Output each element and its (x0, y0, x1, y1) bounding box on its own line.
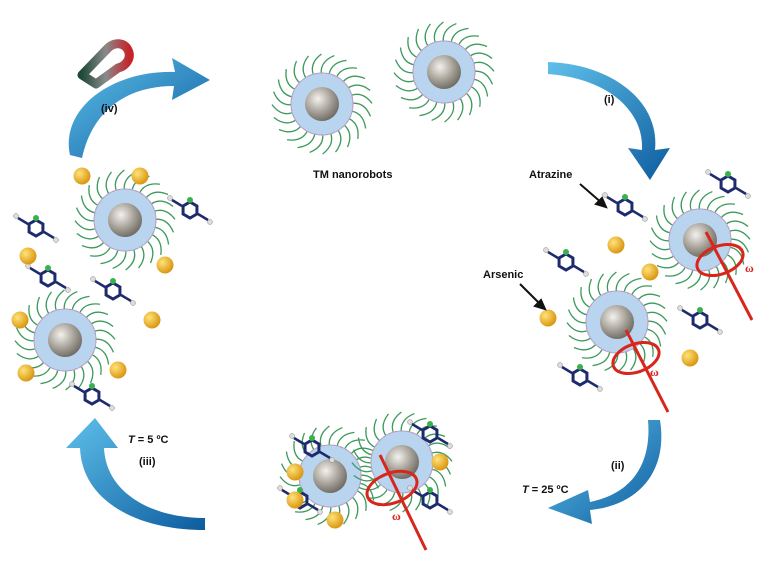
arsenic-particle (19, 247, 37, 265)
atrazine-molecule (289, 433, 335, 463)
arsenic-particle (73, 167, 91, 185)
atrazine-molecule (407, 485, 453, 515)
pointer-arrows (519, 183, 608, 311)
step-i-label: (i) (604, 94, 615, 106)
atrazine-molecules-layer (13, 169, 751, 515)
nanorobot (279, 425, 381, 527)
arsenic-particle (431, 453, 449, 471)
arsenic-particle (607, 236, 625, 254)
step-ii-label: (ii) (611, 460, 625, 472)
atrazine-molecule (167, 195, 213, 225)
arsenic-particle (641, 263, 659, 281)
nanorobot (649, 189, 751, 291)
arsenic-particle (11, 311, 29, 329)
omega-label-3: ω (392, 509, 401, 523)
atrazine-molecule (602, 192, 648, 222)
arrow-step-iv (68, 58, 210, 158)
atrazine-molecule (557, 362, 603, 392)
cycle-arrows (66, 58, 670, 530)
atrazine-molecule (543, 247, 589, 277)
atrazine-molecule (90, 276, 136, 306)
arsenic-particle (286, 491, 304, 509)
temperature-5-label: T = 5 ºC (128, 434, 168, 446)
nanorobot (393, 21, 495, 123)
nanorobot (14, 289, 116, 391)
atrazine-molecule (677, 305, 723, 335)
step-iii-label: (iii) (139, 456, 156, 468)
atrazine-molecule (13, 213, 59, 243)
arsenic-particle (326, 511, 344, 529)
arrow-step-iii (66, 418, 205, 530)
arsenic-label: Arsenic (483, 269, 523, 281)
nanorobots-layer (14, 21, 751, 527)
arsenic-particle (286, 463, 304, 481)
atrazine-molecule (25, 263, 71, 293)
arsenic-particle (109, 361, 127, 379)
arsenic-particle (156, 256, 174, 274)
nanorobot (271, 53, 373, 155)
nanorobot (74, 169, 176, 271)
arrow-step-i (548, 62, 670, 180)
omega-label-1: ω (745, 261, 754, 275)
nanorobots-label: TM nanorobots (313, 169, 392, 181)
arsenic-particle (681, 349, 699, 367)
arrow-step-ii (548, 420, 662, 524)
nanorobot (566, 271, 668, 373)
atrazine-molecule (69, 381, 115, 411)
magnet-icon (77, 39, 134, 89)
temperature-25-label: T = 25 ºC (522, 484, 569, 496)
arsenic-particle (539, 309, 557, 327)
arsenic-particles-layer (11, 167, 699, 529)
omega-label-2: ω (650, 365, 659, 379)
atrazine-molecule (407, 419, 453, 449)
arsenic-particle (131, 167, 149, 185)
atrazine-label: Atrazine (529, 169, 572, 181)
rotation-arrow-icon (365, 231, 754, 551)
arsenic-particle (143, 311, 161, 329)
arsenic-particle (17, 364, 35, 382)
atrazine-molecule (705, 169, 751, 199)
step-iv-label: (iv) (101, 103, 118, 115)
